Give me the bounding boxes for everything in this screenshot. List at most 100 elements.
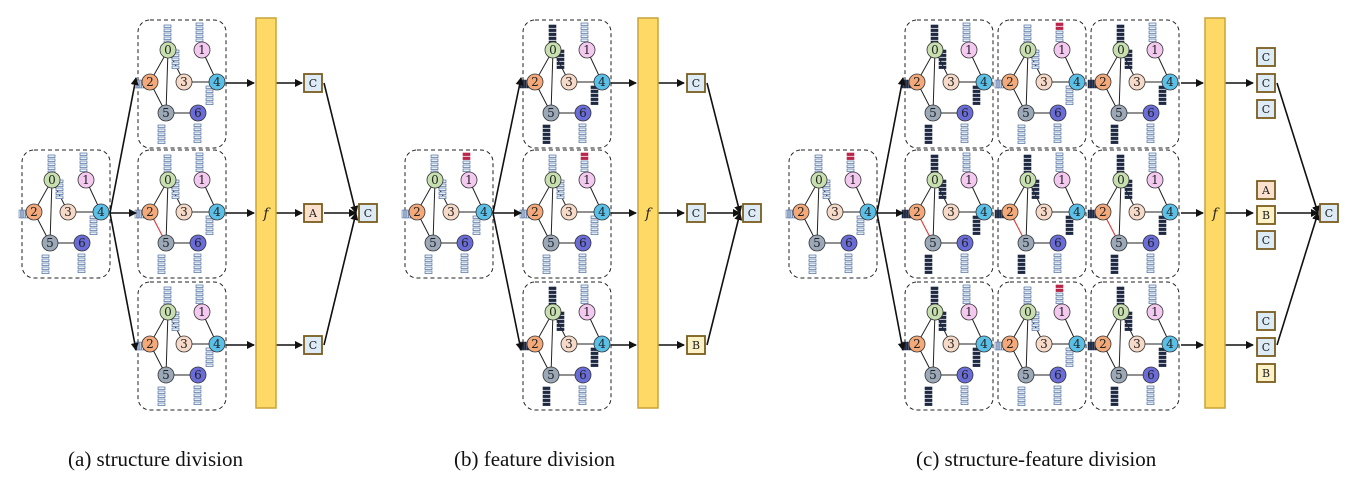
- feature-bar: [1053, 269, 1062, 273]
- graph-node: [1053, 171, 1071, 189]
- graph-node-label: 0: [48, 173, 56, 187]
- feature-bar: [157, 398, 166, 402]
- feature-bar: [193, 127, 202, 131]
- feature-bar: [195, 300, 204, 304]
- graph-node-label: 1: [965, 173, 973, 187]
- graph-edge: [49, 179, 53, 244]
- feature-bar: [1089, 79, 1093, 89]
- graph-node-label: 5: [162, 106, 170, 120]
- graph-node: [924, 104, 942, 122]
- feature-bar: [521, 79, 525, 89]
- graph-edge: [932, 49, 936, 114]
- feature-bar: [960, 131, 969, 135]
- feature-bar: [962, 34, 971, 38]
- graph-node: [560, 73, 578, 91]
- graph-node-label: 5: [162, 236, 170, 250]
- feature-bar: [1148, 284, 1157, 288]
- feature-bar: [1017, 266, 1026, 270]
- graph-node: [975, 335, 993, 353]
- graph-node-label: 4: [980, 75, 988, 89]
- feature-bar: [23, 209, 26, 219]
- graph-node-label: 3: [1133, 205, 1141, 219]
- feature-bar: [89, 223, 98, 227]
- graph-node: [574, 234, 592, 252]
- feature-bar: [195, 30, 204, 34]
- graph-node: [1128, 203, 1146, 221]
- class-box: [1256, 363, 1276, 383]
- feature-bar: [136, 209, 140, 219]
- feature-bar: [205, 227, 214, 231]
- feature-bar: [1148, 30, 1157, 34]
- feature-bar: [924, 270, 933, 274]
- feature-bar: [1065, 89, 1074, 93]
- graph-node: [956, 234, 974, 252]
- feature-bar: [195, 26, 204, 30]
- flow-arrow: [876, 212, 906, 351]
- graph-node: [1142, 366, 1160, 384]
- feature-bar: [1116, 166, 1125, 170]
- graph-node: [1001, 73, 1019, 91]
- feature-bar: [171, 319, 180, 323]
- graph-node: [1128, 335, 1146, 353]
- feature-bar: [1017, 258, 1026, 262]
- graph-node: [526, 203, 544, 221]
- feature-bar: [157, 258, 166, 262]
- class-label: C: [1262, 234, 1270, 247]
- feature-bar: [580, 30, 589, 34]
- class-box: [686, 203, 706, 223]
- graph-node: [1161, 335, 1179, 353]
- feature-bar: [960, 261, 969, 265]
- feature-bar: [1110, 270, 1119, 274]
- feature-bar: [901, 209, 904, 219]
- graph-node-label: 6: [461, 236, 469, 250]
- feature-bar: [930, 28, 939, 32]
- graph-node-label: 1: [82, 173, 90, 187]
- graph-node: [542, 104, 560, 122]
- graph-node: [208, 203, 226, 221]
- feature-bar: [430, 158, 439, 162]
- feature-bar: [524, 209, 527, 219]
- graph-node-label: 0: [549, 305, 557, 319]
- graph-node: [544, 41, 562, 59]
- graph-node: [1112, 171, 1130, 189]
- feature-bar: [163, 36, 172, 40]
- graph-node: [956, 366, 974, 384]
- feature-bar: [462, 160, 471, 164]
- class-label: A: [308, 207, 318, 220]
- graph-node: [1094, 73, 1112, 91]
- feature-bar: [972, 101, 981, 105]
- graph-edge: [550, 49, 554, 114]
- feature-bar: [193, 139, 202, 143]
- feature-bar: [1053, 131, 1062, 135]
- graph-edge: [1118, 311, 1122, 376]
- feature-bar: [195, 152, 204, 156]
- feature-bar: [1148, 160, 1157, 164]
- graph-node-label: 1: [1058, 173, 1066, 187]
- feature-bar: [47, 166, 56, 170]
- feature-bar: [960, 385, 969, 389]
- feature-bar: [972, 219, 981, 223]
- feature-bar: [1065, 355, 1074, 359]
- class-box: [303, 335, 323, 355]
- feature-bar: [938, 323, 947, 327]
- caption-structure-feature-division: (c) structure-feature division: [916, 447, 1157, 471]
- graph-node: [924, 234, 942, 252]
- feature-bar: [542, 262, 551, 266]
- feature-bar: [844, 265, 853, 269]
- feature-bar: [962, 26, 971, 30]
- graph-node-label: 6: [194, 236, 202, 250]
- graph-node: [926, 171, 944, 189]
- graph-node: [560, 335, 578, 353]
- graph-node-label: 3: [1133, 75, 1141, 89]
- graph-node-label: 4: [1073, 205, 1081, 219]
- feature-bar: [996, 341, 1000, 351]
- feature-bar: [41, 266, 50, 270]
- feature-bar: [1023, 290, 1032, 294]
- feature-bar: [1148, 168, 1157, 172]
- graph-node: [574, 366, 592, 384]
- feature-bar: [47, 162, 56, 166]
- class-box: [686, 73, 706, 93]
- graph-node-label: 6: [961, 236, 969, 250]
- feature-bar: [89, 231, 98, 235]
- graph-node-label: 3: [64, 205, 72, 219]
